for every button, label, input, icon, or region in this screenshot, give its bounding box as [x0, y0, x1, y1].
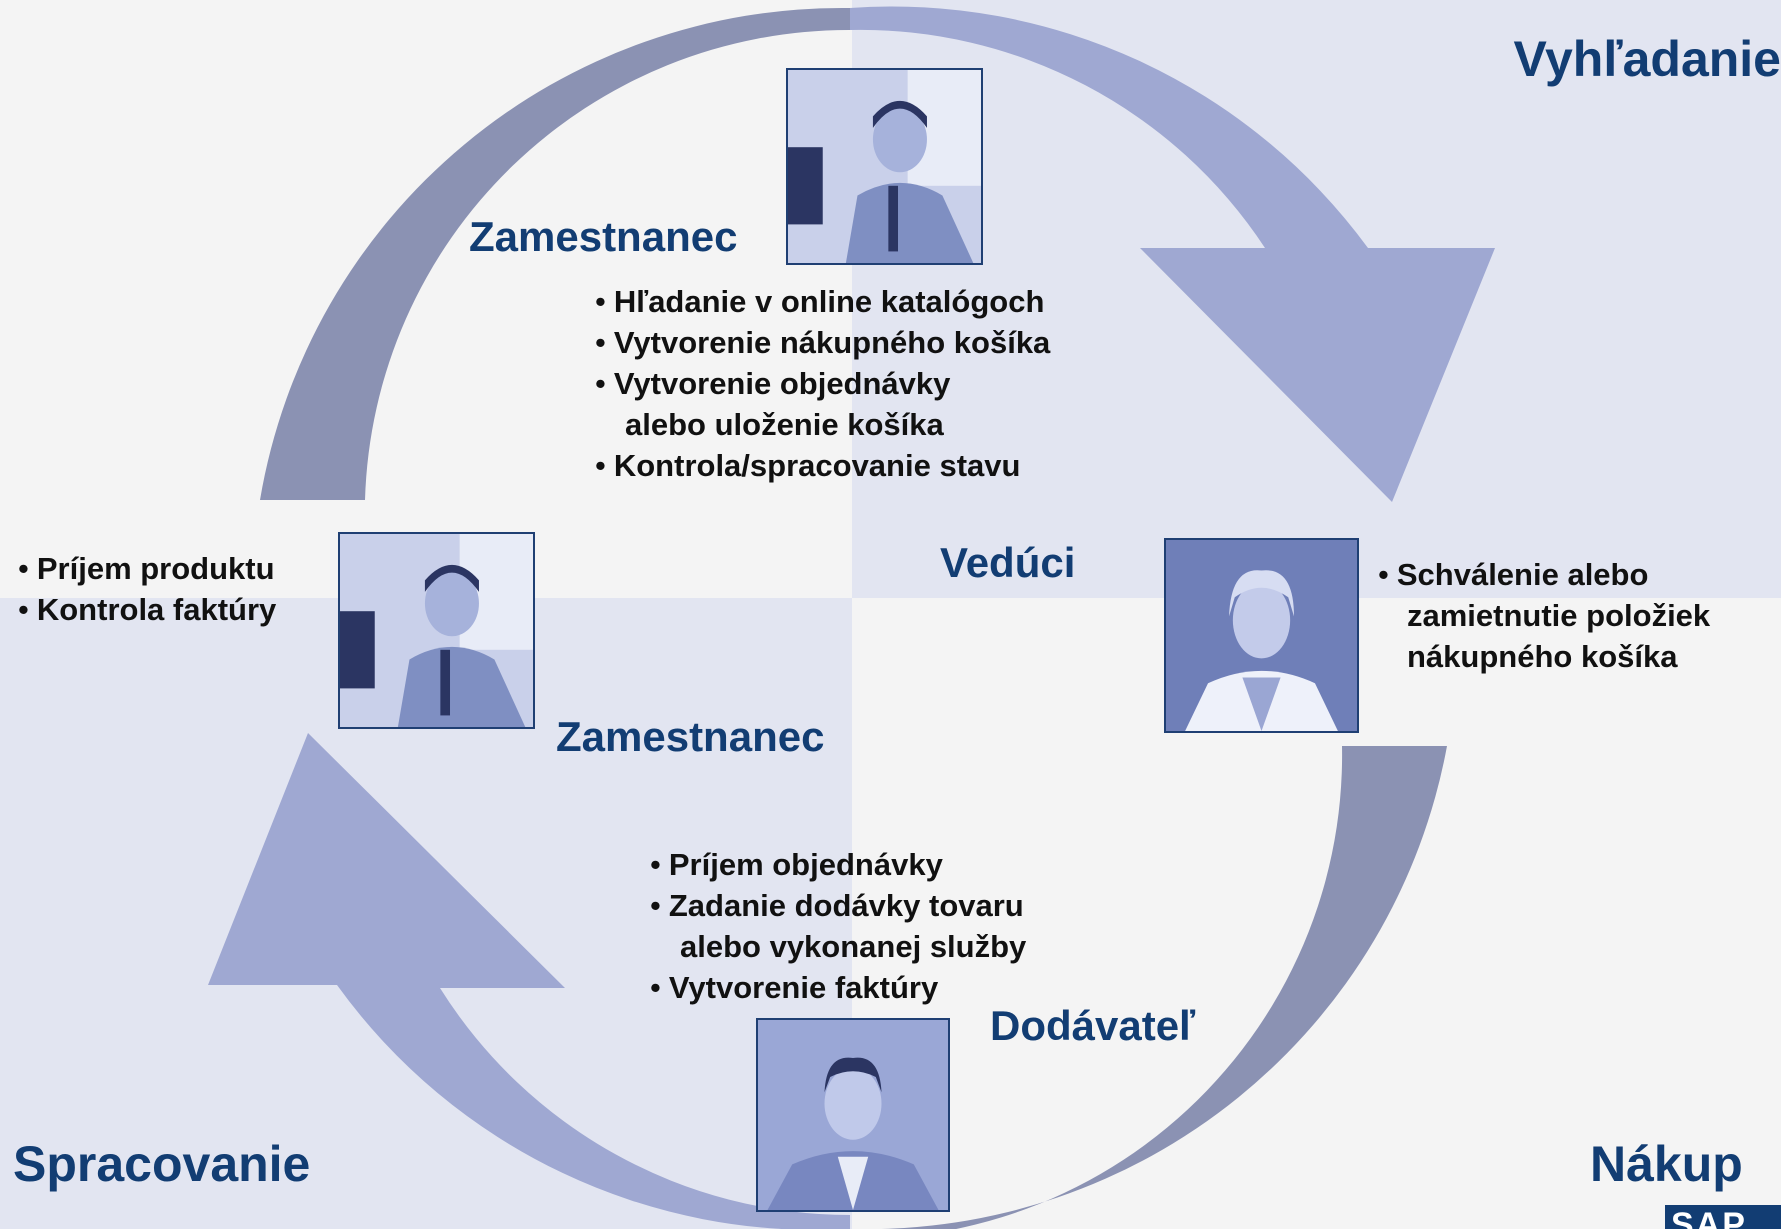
list-item: alebo vykonanej služby [680, 929, 1027, 964]
arc-bottom-right [760, 746, 1447, 1229]
bullet-list-supplier: •Príjem objednávky •Zadanie dodávky tova… [650, 844, 1026, 1008]
quadrant-title-purchase: Nákup [1590, 1136, 1743, 1192]
arc-top-right-arrow [850, 6, 1495, 502]
bullet-list-employee-top: •Hľadanie v online katalógoch •Vytvoreni… [595, 281, 1050, 486]
role-label-employee-left: Zamestnanec [556, 713, 825, 760]
quadrant-title-processing: Spracovanie [13, 1136, 311, 1192]
supplier-photo [756, 1018, 950, 1212]
arc-top-left [260, 7, 850, 501]
role-label-employee-top: Zamestnanec [469, 213, 738, 260]
sap-logo: SAP [1665, 1205, 1781, 1229]
role-label-manager: Vedúci [940, 539, 1076, 586]
role-label-supplier: Dodávateľ [990, 1002, 1196, 1049]
quadrant-top-left [0, 0, 852, 598]
list-item: •Príjem produktu [18, 551, 275, 586]
list-item: •Zadanie dodávky tovaru [650, 888, 1024, 923]
employee-photo-left [338, 532, 535, 729]
arc-bottom-left-arrow [208, 733, 850, 1229]
list-item: •Vytvorenie faktúry [650, 970, 939, 1005]
list-item: •Príjem objednávky [650, 847, 943, 882]
bullet-list-manager: •Schválenie alebo zamietnutie položiek n… [1378, 554, 1710, 677]
quadrant-title-search: Vyhľadanie [1513, 31, 1781, 87]
list-item: •Vytvorenie nákupného košíka [595, 325, 1051, 360]
manager-photo [1164, 538, 1359, 733]
bullet-list-employee-left: •Príjem produktu •Kontrola faktúry [18, 548, 276, 630]
list-item: alebo uloženie košíka [625, 407, 944, 442]
list-item: zamietnutie položiek [1407, 598, 1711, 633]
list-item: •Kontrola faktúry [18, 592, 277, 627]
list-item: •Kontrola/spracovanie stavu [595, 448, 1021, 483]
list-item: nákupného košíka [1407, 639, 1678, 674]
list-item: •Vytvorenie objednávky [595, 366, 951, 401]
employee-photo-top [786, 68, 983, 265]
list-item: •Hľadanie v online katalógoch [595, 284, 1045, 319]
list-item: •Schválenie alebo [1378, 557, 1649, 592]
